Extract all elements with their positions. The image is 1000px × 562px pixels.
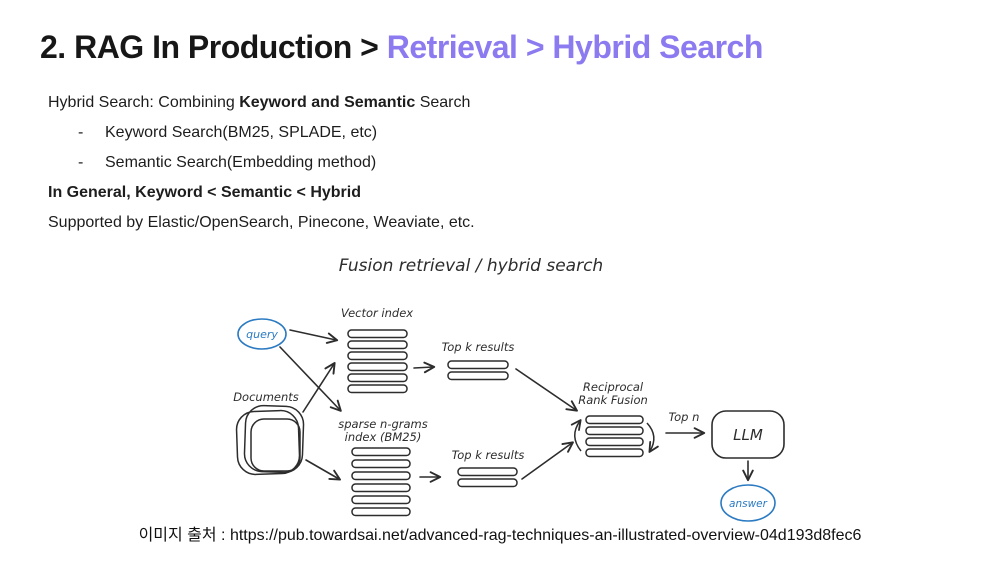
supported-by-line: Supported by Elastic/OpenSearch, Pinecon… (48, 214, 475, 231)
sparse-index-stack (351, 447, 411, 517)
top-n-label: Top n (669, 410, 700, 424)
bullet-dash: - (78, 154, 84, 171)
hybrid-search-line-post: Search (415, 94, 471, 111)
rrf-cycle-arrow-right (646, 422, 659, 453)
hybrid-search-line-pre: Hybrid Search: Combining (48, 94, 240, 111)
arrow-topk-lower-to-rrf (521, 441, 574, 480)
top-k-upper-label: Top k results (442, 340, 515, 354)
arrow-documents-to-sparse-index (305, 459, 341, 481)
title-segment-black: 2. RAG In Production > (40, 29, 387, 65)
answer-ellipse (720, 484, 776, 522)
rrf-stack (585, 415, 644, 458)
llm-label: LLM (733, 426, 763, 444)
arrow-vector-to-topk (413, 361, 436, 374)
documents-label: Documents (233, 390, 299, 404)
arrow-documents-to-vector-index (302, 362, 336, 413)
arrow-query-to-sparse-index (279, 346, 342, 412)
documents-stack (235, 404, 305, 476)
answer-label: answer (729, 498, 768, 510)
rrf-label-line1: Reciprocal (583, 380, 644, 394)
vector-index-stack (347, 329, 408, 394)
query-ellipse (237, 318, 287, 350)
top-k-lower-label: Top k results (452, 448, 525, 462)
sparse-index-label-line2: index (BM25) (345, 430, 422, 444)
diagram-arrows (279, 329, 754, 483)
bullet-dash: - (78, 124, 84, 141)
sparse-index-label-line1: sparse n-grams (338, 417, 428, 431)
title-segment-purple: Retrieval > Hybrid Search (386, 29, 764, 65)
vector-index-label: Vector index (341, 306, 413, 320)
arrow-topk-upper-to-rrf (515, 368, 578, 412)
diagram-title: Fusion retrieval / hybrid search (339, 256, 603, 276)
hybrid-search-line-bold: Keyword and Semantic (239, 94, 416, 111)
query-label: query (246, 328, 278, 341)
in-general-line: In General, Keyword < Semantic < Hybrid (48, 184, 361, 201)
bullet-keyword-search-label: Keyword Search(BM25, SPLADE, etc) (105, 124, 378, 141)
hybrid-search-line: Hybrid Search: Combining Keyword and Sem… (48, 88, 475, 118)
top-k-lower-stack (457, 467, 518, 488)
bullet-semantic-search: - Semantic Search(Embedding method) (48, 148, 475, 178)
page-title: 2. RAG In Production > Retrieval > Hybri… (40, 26, 763, 68)
image-source-caption: 이미지 출처 : https://pub.towardsai.net/advan… (138, 527, 862, 544)
rrf-cycle-arrow-left (570, 419, 582, 452)
top-k-upper-stack (447, 360, 509, 381)
rrf-label-line2: Rank Fusion (578, 393, 648, 407)
arrow-query-to-vector-index (289, 329, 339, 344)
bullet-keyword-search: - Keyword Search(BM25, SPLADE, etc) (48, 118, 475, 148)
body-text: Hybrid Search: Combining Keyword and Sem… (48, 88, 475, 238)
llm-box (711, 410, 785, 459)
bullet-semantic-search-label: Semantic Search(Embedding method) (105, 154, 377, 171)
